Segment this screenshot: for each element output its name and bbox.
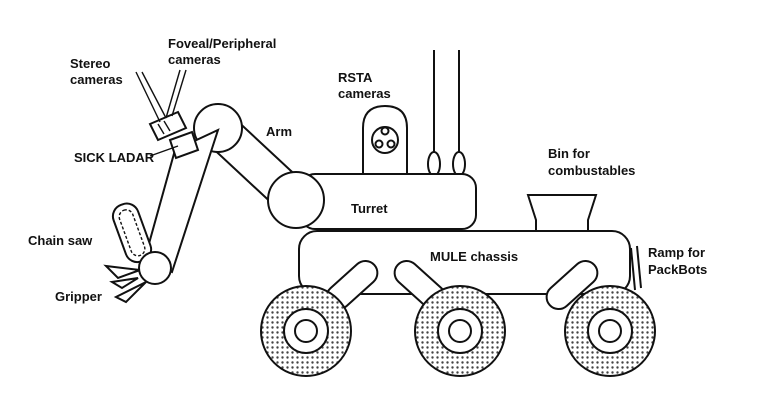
foveal-cameras-label-line1: Foveal/Peripheral bbox=[168, 36, 276, 51]
sick-ladar-unit bbox=[168, 130, 200, 160]
rsta-cameras-label-line2: cameras bbox=[338, 86, 391, 101]
bin-label-line2: combustables bbox=[548, 163, 635, 178]
leader-lines bbox=[135, 69, 187, 157]
bin-label-line1: Bin for bbox=[548, 146, 590, 161]
wheel-left bbox=[260, 285, 352, 377]
rsta-cameras-label-line1: RSTA bbox=[338, 70, 373, 85]
turret-body bbox=[300, 173, 477, 230]
antenna-right bbox=[452, 50, 466, 177]
mule-chassis-label: MULE chassis bbox=[430, 249, 518, 264]
sick-ladar-label: SICK LADAR bbox=[74, 150, 155, 165]
gripper bbox=[103, 251, 172, 304]
stereo-cameras-label-line2: cameras bbox=[70, 72, 123, 87]
ramp-label-line2: PackBots bbox=[648, 262, 707, 277]
stereo-camera-mount bbox=[148, 110, 188, 142]
stereo-cameras-label-line1: Stereo bbox=[70, 56, 111, 71]
foveal-cameras-label-line2: cameras bbox=[168, 52, 221, 67]
wheel-right bbox=[564, 285, 656, 377]
ramp-label-line1: Ramp for bbox=[648, 245, 705, 260]
gripper-label: Gripper bbox=[55, 289, 102, 304]
arm-label: Arm bbox=[266, 124, 292, 139]
antenna-left bbox=[427, 50, 441, 177]
wheel-middle bbox=[414, 285, 506, 377]
combustables-bin bbox=[526, 194, 598, 233]
packbot-ramp bbox=[630, 245, 642, 291]
turret-label: Turret bbox=[351, 201, 388, 216]
shoulder-joint bbox=[267, 171, 325, 229]
suspension-arm-right bbox=[545, 259, 599, 311]
chain-saw-label: Chain saw bbox=[28, 233, 93, 248]
arm-forearm bbox=[143, 128, 220, 274]
